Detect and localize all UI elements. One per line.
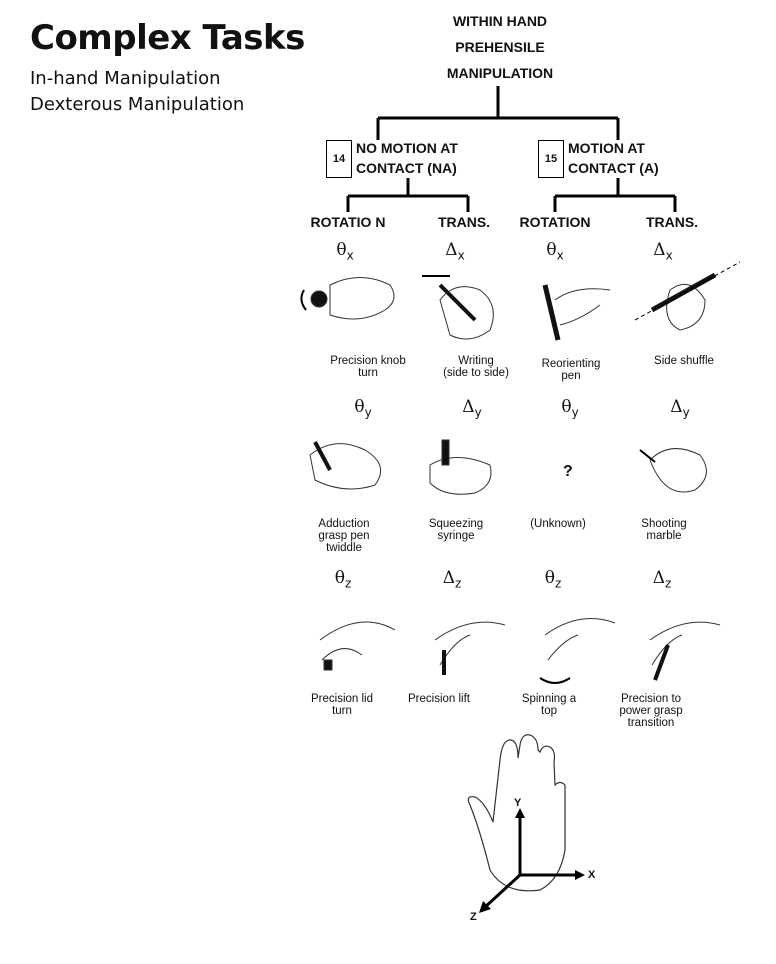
symbol-theta-y-2: θy bbox=[561, 397, 579, 420]
caption-unknown: (Unknown) bbox=[530, 518, 586, 530]
symbol-delta-z-2: Δz bbox=[652, 568, 672, 591]
caption-side-shuffle: Side shuffle bbox=[654, 355, 714, 367]
shooting-marble-illustration bbox=[639, 448, 707, 493]
column-rotation-a: ROTATION bbox=[519, 214, 591, 230]
caption-precision-lid-turn: Precision lid turn bbox=[311, 693, 373, 717]
root-line-3: MANIPULATION bbox=[446, 65, 554, 81]
caption-precision-to-power: Precision to power grasp transition bbox=[619, 693, 683, 729]
symbol-theta-z-2: θz bbox=[544, 568, 562, 591]
caption-precision-lift: Precision lift bbox=[408, 693, 470, 705]
subtitle-in-hand: In-hand Manipulation bbox=[30, 68, 221, 89]
branch-motion: MOTION AT CONTACT (A) bbox=[568, 138, 659, 178]
hand-axes-illustration bbox=[467, 734, 566, 892]
reorienting-pen-illustration bbox=[542, 284, 611, 341]
column-rotation-na: ROTATIO N bbox=[310, 214, 386, 230]
symbol-theta-y-1: θy bbox=[354, 397, 372, 420]
axis-arrowheads bbox=[479, 808, 585, 913]
precision-knob-turn-illustration bbox=[300, 277, 395, 320]
squeezing-syringe-illustration bbox=[429, 439, 492, 495]
branch-no-motion-line-1: NO MOTION AT bbox=[356, 140, 458, 156]
branch-number-14: 14 bbox=[326, 140, 352, 178]
branch-number-15: 15 bbox=[538, 140, 564, 178]
symbol-delta-z-1: Δz bbox=[442, 568, 462, 591]
branch-no-motion: NO MOTION AT CONTACT (NA) bbox=[356, 138, 458, 178]
caption-precision-knob-turn: Precision knob turn bbox=[330, 355, 406, 379]
unknown-mark: ? bbox=[563, 463, 573, 480]
subtitle-dexterous: Dexterous Manipulation bbox=[30, 94, 245, 115]
writing-illustration bbox=[422, 275, 494, 340]
precision-lid-turn-illustration bbox=[319, 621, 396, 671]
branch-no-motion-line-2: CONTACT (NA) bbox=[356, 160, 457, 176]
tree-lines bbox=[346, 86, 677, 212]
axis-arrows bbox=[482, 815, 578, 910]
axis-label-z: Z bbox=[470, 911, 477, 923]
root-node: WITHIN HAND PREHENSILE MANIPULATION bbox=[420, 8, 580, 86]
root-line-1: WITHIN HAND bbox=[452, 13, 548, 29]
caption-reorienting-pen: Reorienting pen bbox=[541, 358, 601, 382]
caption-writing: Writing (side to side) bbox=[443, 355, 509, 379]
side-shuffle-illustration bbox=[634, 261, 741, 331]
caption-squeezing-syringe: Squeezing syringe bbox=[428, 518, 484, 542]
spinning-a-top-illustration bbox=[539, 618, 616, 684]
adduction-grasp-pen-twiddle-illustration bbox=[309, 441, 382, 490]
column-translation-a: TRANS. bbox=[645, 214, 699, 230]
symbol-theta-x-1: θx bbox=[336, 240, 354, 263]
symbol-delta-x-2: Δx bbox=[653, 240, 673, 263]
caption-spinning-top: Spinning a top bbox=[521, 693, 577, 717]
symbol-delta-y-1: Δy bbox=[462, 397, 482, 420]
symbol-delta-x-1: Δx bbox=[445, 240, 465, 263]
column-translation-na: TRANS. bbox=[437, 214, 491, 230]
slide-title: Complex Tasks bbox=[30, 18, 305, 58]
symbol-theta-z-1: θz bbox=[334, 568, 352, 591]
axis-label-y: Y bbox=[514, 797, 522, 809]
precision-to-power-grasp-illustration bbox=[649, 621, 721, 681]
branch-motion-line-1: MOTION AT bbox=[568, 140, 645, 156]
precision-lift-illustration bbox=[434, 621, 506, 675]
symbol-theta-x-2: θx bbox=[546, 240, 564, 263]
branch-motion-line-2: CONTACT (A) bbox=[568, 160, 659, 176]
caption-adduction-grasp: Adduction grasp pen twiddle bbox=[318, 518, 370, 554]
root-line-2: PREHENSILE bbox=[455, 39, 545, 55]
caption-shooting-marble: Shooting marble bbox=[641, 518, 687, 542]
axis-label-x: X bbox=[588, 869, 596, 881]
symbol-delta-y-2: Δy bbox=[670, 397, 690, 420]
